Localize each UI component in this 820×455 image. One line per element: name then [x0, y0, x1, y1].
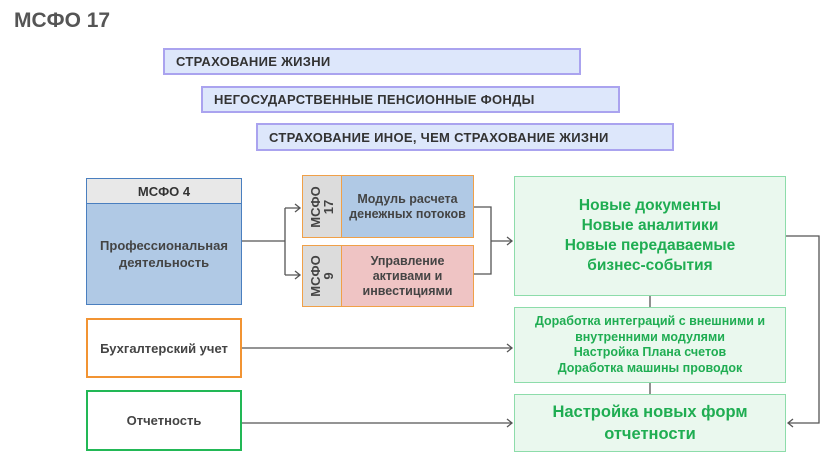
arrow-head-icon [506, 343, 514, 353]
accounting-block: Бухгалтерский учет [86, 318, 242, 378]
integration-line: Доработка интеграций с внешними и [534, 314, 766, 328]
new-items-line: Новые аналитики [581, 217, 719, 234]
banner-life-insurance: СТРАХОВАНИЕ ЖИЗНИ [163, 48, 581, 75]
arrow-head-icon [294, 203, 302, 213]
ifrs9-tab-label: МСФО 9 [308, 255, 336, 297]
integration-line: Доработка машины проводок [557, 360, 743, 375]
arrow-head-icon [506, 236, 514, 246]
professional-activity-label: Профессиональная деятельность [100, 238, 228, 270]
reporting-forms-line: отчетности [604, 425, 696, 443]
ifrs9-tab: МСФО 9 [303, 246, 342, 306]
reporting-block: Отчетность [86, 390, 242, 451]
asset-management-block: МСФО 9 Управление активами и инвестициям… [302, 245, 474, 307]
connector-ifrs4-split [242, 207, 300, 276]
reporting-forms-block: Настройка новых форм отчетности [514, 394, 786, 452]
ifrs4-block: МСФО 4 Профессиональная деятельность [86, 178, 242, 305]
reporting-forms-line: Настройка новых форм [552, 403, 748, 421]
cashflow-module-block: МСФО 17 Модуль расчета денежных потоков [302, 175, 474, 238]
banner-pension-funds: НЕГОСУДАРСТВЕННЫЕ ПЕНСИОННЫЕ ФОНДЫ [201, 86, 620, 113]
new-items-line: Новые передаваемые [564, 237, 736, 254]
arrow-head-icon [506, 418, 514, 428]
integration-line: Настройка Плана счетов [573, 345, 727, 359]
integration-block: Доработка интеграций с внешними и внутре… [514, 307, 786, 383]
connector-modules-merge [474, 206, 512, 275]
new-items-line: Новые документы [578, 197, 722, 214]
integration-line: внутренними модулями [575, 329, 725, 344]
new-items-block: Новые документы Новые аналитики Новые пе… [514, 176, 786, 296]
page-title: МСФО 17 [14, 9, 111, 32]
arrow-head-icon [294, 270, 302, 280]
asset-management-label: Управление активами и инвестициями [342, 246, 473, 306]
ifrs17-tab-label: МСФО 17 [308, 185, 336, 228]
ifrs17-tab: МСФО 17 [303, 176, 342, 237]
connector-right-loop [786, 235, 820, 424]
new-items-line: бизнес-события [587, 257, 713, 274]
ifrs4-header: МСФО 4 [87, 179, 241, 204]
banner-non-life-insurance: СТРАХОВАНИЕ ИНОЕ, ЧЕМ СТРАХОВАНИЕ ЖИЗНИ [256, 123, 674, 151]
cashflow-module-label: Модуль расчета денежных потоков [342, 176, 473, 237]
arrow-head-icon [786, 418, 794, 428]
